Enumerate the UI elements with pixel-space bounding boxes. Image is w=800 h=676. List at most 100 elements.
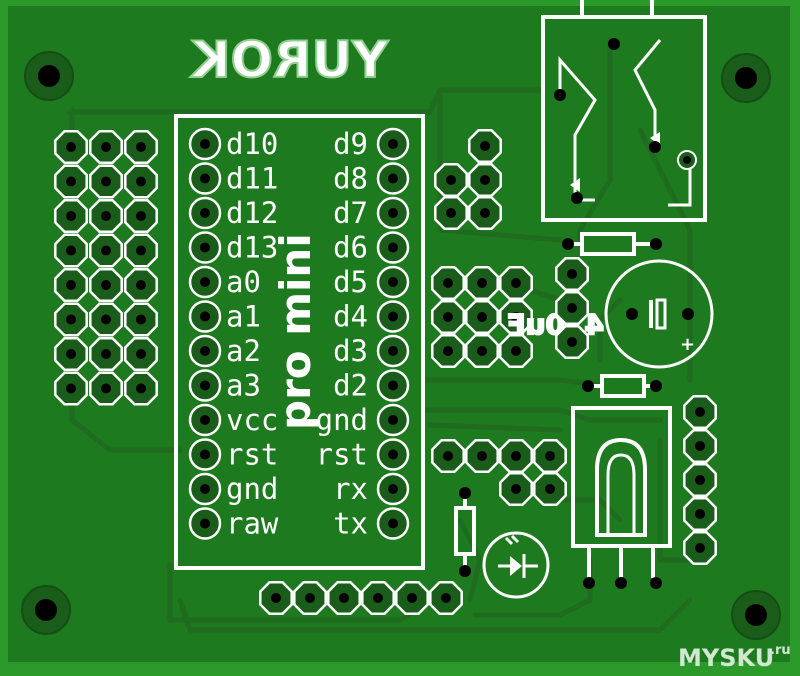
header-pad	[89, 268, 123, 302]
watermark: MYSKU	[678, 644, 774, 672]
pin-label-right: gnd	[316, 403, 368, 437]
pin-label-left: a3	[226, 369, 261, 403]
pin-label-right: d6	[333, 231, 368, 265]
pin-pad-right	[376, 196, 410, 230]
mounting-holes	[21, 51, 781, 640]
relay-footprint	[541, 0, 707, 222]
header-pad	[431, 439, 465, 473]
pin-label-left: vcc	[226, 403, 278, 437]
header-pad	[465, 300, 499, 334]
pin-pad-left	[188, 334, 222, 368]
pin-label-right: d3	[333, 334, 368, 368]
pin-label-left: gnd	[226, 472, 278, 506]
header-pad	[431, 300, 465, 334]
resistor-r3	[454, 487, 476, 577]
pin-pad-right	[376, 369, 410, 402]
header-pad	[54, 268, 88, 302]
header-pad	[89, 302, 123, 337]
header-pad	[124, 233, 158, 268]
capacitor-470uf: +	[604, 259, 714, 369]
module-label: pro mini	[271, 233, 320, 430]
pin-pad-right	[376, 300, 410, 333]
pin-pad-left	[188, 196, 222, 230]
pin-pad-right	[376, 507, 410, 540]
header-pad	[555, 325, 589, 359]
pin-pad-left	[188, 369, 222, 402]
header-pad	[89, 371, 123, 406]
pin-label-right: d8	[333, 162, 368, 196]
pin-label-right: d4	[333, 300, 368, 334]
pin-label-right: d7	[333, 196, 368, 230]
header-pad	[533, 472, 567, 506]
header-pad	[533, 439, 567, 473]
header-cap-vertical	[555, 257, 589, 359]
pin-pad-left	[188, 300, 222, 333]
header-pad	[683, 429, 717, 463]
header-pad	[124, 337, 158, 371]
header-pad	[499, 300, 533, 334]
pin-pad-right	[376, 334, 410, 368]
header-pad	[124, 371, 158, 406]
header-pad	[54, 130, 88, 164]
header-pad	[293, 581, 327, 615]
pin-label-left: a1	[226, 300, 261, 334]
header-pad	[465, 334, 499, 368]
pin-pad-left	[188, 438, 222, 471]
pin-label-right: d2	[333, 369, 368, 403]
pin-label-left: raw	[226, 507, 279, 541]
header-pad	[124, 302, 158, 337]
header-pad	[89, 337, 123, 371]
header-pad	[434, 196, 468, 230]
pcb-surface	[8, 6, 790, 662]
header-pad	[431, 334, 465, 368]
pin-pad-right	[376, 127, 410, 161]
pin-pad-left	[188, 403, 222, 437]
header-pad	[434, 163, 468, 197]
header-pad	[683, 531, 717, 565]
header-pad	[683, 497, 717, 531]
header-pad	[465, 266, 499, 300]
header-pad	[89, 199, 123, 233]
pin-label-left: d12	[226, 196, 278, 230]
header-right-vertical	[683, 395, 717, 565]
header-pad	[429, 581, 463, 615]
pin-pad-right	[376, 265, 410, 299]
pin-label-right: tx	[333, 507, 368, 541]
ir-receiver	[571, 406, 672, 589]
pin-label-right: rx	[333, 472, 368, 506]
pin-label-left: d13	[226, 231, 278, 265]
header-pad	[54, 164, 88, 199]
header-pad	[683, 463, 717, 497]
pin-pad-left	[188, 265, 222, 299]
pin-label-right: rst	[316, 438, 368, 472]
header-pad	[499, 334, 533, 368]
header-pad	[54, 233, 88, 268]
header-pad	[89, 233, 123, 268]
pro-mini-outline	[174, 114, 425, 570]
pin-pad-left	[188, 162, 222, 195]
pin-label-left: d10	[226, 127, 278, 161]
header-pad	[683, 395, 717, 429]
header-pad	[555, 257, 589, 291]
pin-pad-left	[188, 472, 222, 506]
pin-pad-right	[376, 403, 410, 437]
header-grid-left	[54, 130, 158, 406]
header-pad	[499, 439, 533, 473]
header-pad	[327, 581, 361, 615]
header-pad	[124, 268, 158, 302]
header-pad	[499, 266, 533, 300]
led-indicator	[482, 531, 550, 599]
header-pad	[468, 163, 502, 197]
pin-label-left: a2	[226, 334, 261, 368]
header-pad	[124, 199, 158, 233]
header-pad	[468, 196, 502, 230]
header-bottom	[259, 581, 463, 615]
resistor-r2	[582, 374, 662, 398]
brand-logo: YUROK	[189, 31, 389, 89]
pin-pad-right	[376, 472, 410, 506]
pro-mini-pins	[188, 127, 410, 540]
